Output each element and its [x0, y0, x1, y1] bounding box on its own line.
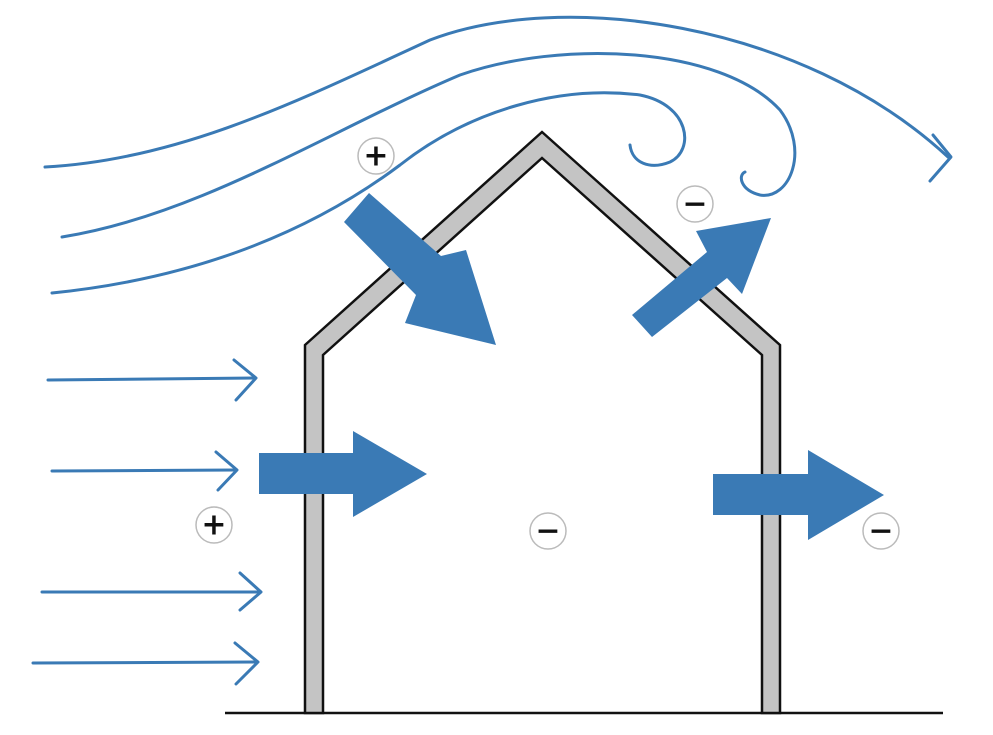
- pressure-sign: +: [363, 139, 388, 174]
- pressure-marker-roof-windward: +: [357, 137, 395, 175]
- wind-arrow-1-head: [232, 358, 258, 402]
- wind-arrow-2-head: [214, 450, 239, 492]
- pressure-marker-wall-windward: +: [195, 506, 233, 544]
- flow-arrows: [259, 193, 884, 540]
- wind-arrow-3-head: [238, 571, 263, 612]
- outflow-wall-arrow: [713, 450, 884, 540]
- wind-arrow-4: [31, 660, 259, 665]
- streamline-top: [43, 15, 950, 169]
- straight-streamlines: [31, 358, 263, 686]
- wind-arrow-1: [46, 376, 257, 382]
- pressure-sign: +: [201, 508, 226, 543]
- inflow-roof-arrow: [344, 193, 496, 345]
- inflow-wall-arrow: [259, 431, 427, 517]
- wind-arrow-2: [50, 468, 238, 473]
- pressure-marker-roof-leeward: −: [676, 185, 714, 223]
- arrowhead-top-streamline: [928, 133, 953, 183]
- pressure-sign: −: [868, 514, 893, 549]
- wind-arrow-4-head: [233, 641, 260, 686]
- streamline-lower: [50, 91, 687, 295]
- pressure-sign: −: [535, 514, 560, 549]
- pressure-sign: −: [682, 187, 707, 222]
- pressure-markers: + + − − −: [195, 137, 900, 550]
- outflow-roof-arrow: [632, 218, 771, 337]
- streamline-middle: [60, 52, 797, 239]
- curved-streamlines: [43, 15, 953, 295]
- pressure-marker-interior: −: [529, 512, 567, 550]
- pressure-marker-wall-leeward: −: [862, 512, 900, 550]
